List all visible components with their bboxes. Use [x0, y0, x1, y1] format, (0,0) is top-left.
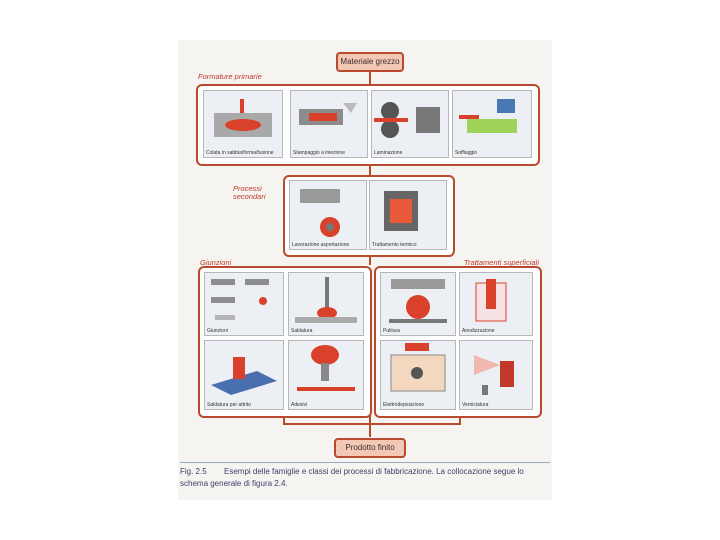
- panel-stampaggio-caption: Stampaggio a iniezione: [293, 150, 345, 156]
- panel-giunzioni-caption: Giunzioni: [207, 328, 228, 334]
- panel-stampaggio: Stampaggio a iniezione: [290, 90, 368, 158]
- welding-illustration: [295, 277, 357, 323]
- caption-divider: [180, 462, 550, 463]
- panel-trattamento: Trattamento termico: [369, 180, 447, 250]
- machining-illustration: [300, 189, 340, 237]
- panel-soffiaggio-caption: Soffiaggio: [455, 150, 478, 156]
- panel-saldatura-caption: Saldatura: [291, 328, 313, 334]
- panel-anodizzazione-caption: Anodizzazione: [462, 328, 495, 334]
- panel-attrito-caption: Saldatura per attrito: [207, 402, 251, 408]
- panel-asportazione-caption: Lavorazione asportazione: [292, 242, 350, 248]
- panel-trattamento-caption: Trattamento termico: [372, 242, 417, 248]
- section-giunzioni-label: Giunzioni: [200, 258, 232, 267]
- rolling-illustration: [374, 102, 440, 138]
- panel-asportazione: Lavorazione asportazione: [289, 180, 367, 250]
- fasteners-illustration: [211, 279, 269, 320]
- connector-bottom-horizontal: [283, 423, 461, 425]
- section-formatura-label: Formature primarie: [198, 72, 262, 81]
- connector-bottom: [369, 413, 371, 437]
- panel-elettrodeposizione-caption: Elettrodeposizione: [383, 402, 425, 408]
- casting-illustration: [214, 99, 272, 137]
- figure-caption-text: Esempi delle famiglie e classi dei proce…: [180, 467, 524, 488]
- section-trattamenti-label: Trattamenti superficiali: [464, 258, 539, 267]
- adhesive-illustration: [297, 345, 355, 391]
- section-secondari-label: Processi secondari: [233, 184, 266, 201]
- prodotto-finito-label: Prodotto finito: [345, 443, 395, 452]
- panel-saldatura: Saldatura: [288, 272, 364, 336]
- figure-number: Fig. 2.5: [180, 467, 207, 476]
- heat-treatment-illustration: [384, 191, 418, 231]
- panel-adesivi: Adesivi: [288, 340, 364, 410]
- panel-adesivi-caption: Adesivi: [291, 402, 308, 408]
- panel-pulitura-caption: Pulitura: [383, 328, 400, 334]
- anodizing-illustration: [475, 279, 507, 322]
- polishing-illustration: [389, 279, 447, 323]
- panel-elettrodeposizione: Elettrodeposizione: [380, 340, 456, 410]
- connector-mid1: [369, 163, 371, 176]
- panel-anodizzazione: Anodizzazione: [459, 272, 533, 336]
- materiale-grezzo-box: Materiale grezzo: [336, 52, 404, 72]
- panel-laminazione: Laminazione: [371, 90, 449, 158]
- connector-top: [369, 67, 371, 85]
- panel-colata: Colata in sabbia/forma/fusione: [203, 90, 283, 158]
- panel-giunzioni: Giunzioni: [204, 272, 284, 336]
- injection-illustration: [299, 103, 357, 125]
- panel-verniciatura-caption: Verniciatura: [462, 402, 489, 408]
- prodotto-finito-box: Prodotto finito: [334, 438, 406, 458]
- connector-bottom-left: [283, 413, 285, 424]
- electroplating-illustration: [390, 343, 446, 392]
- panel-laminazione-caption: Laminazione: [374, 150, 403, 156]
- panel-verniciatura: Verniciatura: [459, 340, 533, 410]
- panel-attrito: Saldatura per attrito: [204, 340, 284, 410]
- panel-soffiaggio: Soffiaggio: [452, 90, 532, 158]
- connector-mid2: [369, 253, 371, 265]
- blow-molding-illustration: [459, 99, 517, 133]
- friction-welding-illustration: [211, 357, 277, 395]
- connector-bottom-right: [459, 413, 461, 424]
- panel-colata-caption: Colata in sabbia/forma/fusione: [206, 150, 274, 156]
- spray-painting-illustration: [474, 355, 514, 395]
- panel-pulitura: Pulitura: [380, 272, 456, 336]
- materiale-grezzo-label: Materiale grezzo: [340, 57, 400, 66]
